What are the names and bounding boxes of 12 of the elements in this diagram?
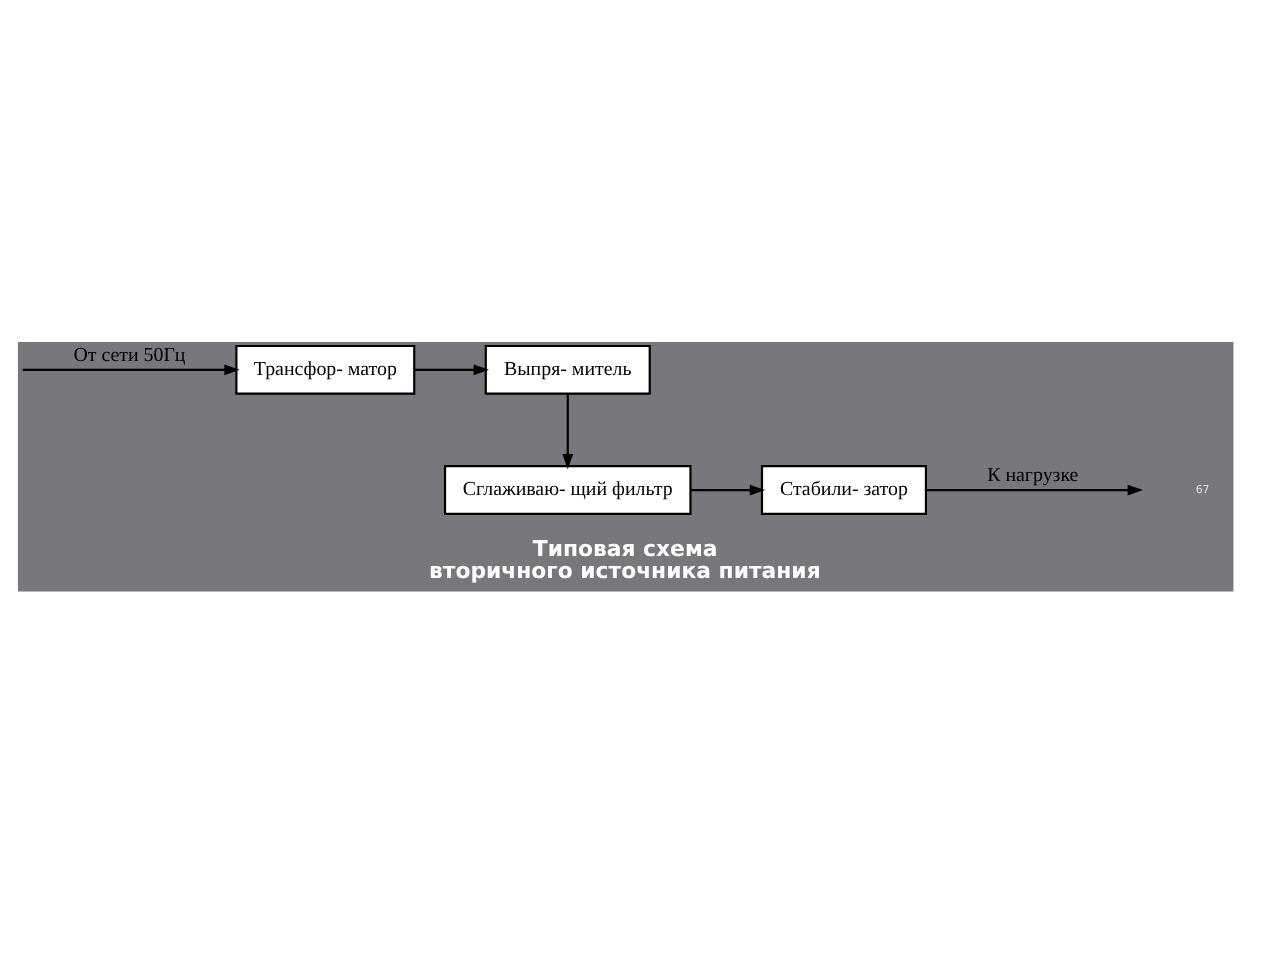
edge-label: От сети 50Гц: [73, 343, 186, 366]
arrow: [22, 363, 240, 375]
arrow: [562, 392, 574, 469]
arrow: [926, 483, 1143, 495]
edge-label: К нагрузке: [987, 464, 1079, 487]
arrow: [690, 483, 766, 495]
node-box: Стабили- затор: [760, 464, 928, 514]
caption: Типовая схема вторичного источника питания: [428, 535, 821, 584]
arrow: [414, 363, 489, 375]
node-box: Трансфор- матор: [235, 343, 416, 394]
node-box: Сглаживаю- щий фильтр: [443, 464, 692, 514]
node-box: Выпря- митель: [484, 343, 651, 394]
